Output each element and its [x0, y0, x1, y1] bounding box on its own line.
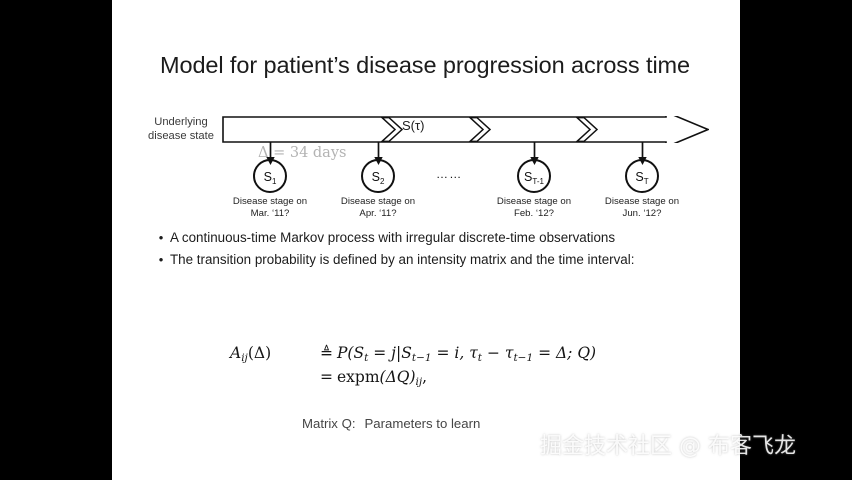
state-caption-1: Disease stage on Mar. ‘11?: [210, 196, 330, 219]
equation-relation-2: =: [320, 368, 333, 386]
underlying-state-label-line1: Underlying: [154, 116, 208, 128]
process-label: S(τ): [402, 118, 425, 133]
bullet-text-2: The transition probability is defined by…: [170, 252, 635, 267]
state-node-3-label: ST-1: [524, 169, 544, 186]
equation-line-1: Aij(Δ) ≜ P(St = j|St−1 = i, τt − τt−1 = …: [230, 344, 597, 364]
ellipsis-dots: ……: [436, 167, 463, 181]
state-caption-4-line2: Jun. ‘12?: [622, 207, 662, 219]
presentation-slide: Model for patient’s disease progression …: [112, 0, 740, 480]
matrix-q-value: Parameters to learn: [364, 416, 481, 431]
state-caption-2: Disease stage on Apr. ‘11?: [318, 196, 438, 219]
state-caption-3-line2: Feb. ‘12?: [513, 207, 554, 219]
bullet-item-2: • The transition probability is defined …: [152, 250, 720, 270]
page-title: Model for patient’s disease progression …: [160, 52, 691, 78]
state-caption-2-line1: Disease stage on: [340, 196, 416, 207]
state-node-3: ST-1: [517, 159, 551, 193]
underlying-state-label: Underlying disease state: [138, 115, 224, 143]
state-node-1-label: S1: [263, 169, 277, 186]
bullet-text-1: A continuous-time Markov process with ir…: [170, 230, 616, 245]
underlying-state-label-line2: disease state: [148, 130, 214, 142]
state-node-2: S2: [361, 159, 395, 193]
state-node-2-label: S2: [371, 169, 385, 186]
matrix-q-label: Matrix Q:: [302, 416, 356, 431]
equation-relation-1: ≜: [320, 344, 333, 362]
transition-probability-equation: Aij(Δ) ≜ P(St = j|St−1 = i, τt − τt−1 = …: [230, 344, 597, 388]
state-caption-3-line1: Disease stage on: [496, 196, 572, 207]
bullet-item-1: • A continuous-time Markov process with …: [152, 228, 720, 248]
equation-lhs: Aij(Δ): [230, 344, 272, 364]
bullet-list: • A continuous-time Markov process with …: [152, 228, 720, 272]
watermark-text: 掘金技术社区 @ 布客飞龙: [540, 434, 796, 459]
time-axis-arrow: [222, 116, 709, 143]
state-node-4-label: ST: [635, 169, 649, 186]
delta-annotation: Δ = 34 days: [258, 145, 347, 161]
letterbox-bar-right: [740, 0, 852, 480]
state-node-1: S1: [253, 159, 287, 193]
state-caption-1-line2: Mar. ‘11?: [250, 207, 290, 219]
state-caption-1-line1: Disease stage on: [232, 196, 308, 207]
matrix-q-note: Matrix Q: Parameters to learn: [302, 416, 480, 431]
equation-line-2: = expm(ΔQ)ij,: [230, 368, 596, 388]
letterbox-bar-left: [0, 0, 112, 480]
state-caption-4-line1: Disease stage on: [604, 196, 680, 207]
equation-rhs-1: P(St = j|St−1 = i, τt − τt−1 = Δ; Q): [337, 344, 597, 364]
bullet-marker-1: •: [158, 230, 164, 245]
equation-rhs-2: expm(ΔQ)ij,: [337, 368, 428, 388]
state-caption-2-line2: Apr. ‘11?: [359, 207, 397, 219]
state-caption-3: Disease stage on Feb. ‘12?: [474, 196, 594, 219]
timeline-diagram: Underlying disease state S(τ) Δ = 34 day…: [112, 105, 740, 220]
state-caption-4: Disease stage on Jun. ‘12?: [582, 196, 702, 219]
state-node-4: ST: [625, 159, 659, 193]
bullet-marker-2: •: [158, 252, 164, 267]
